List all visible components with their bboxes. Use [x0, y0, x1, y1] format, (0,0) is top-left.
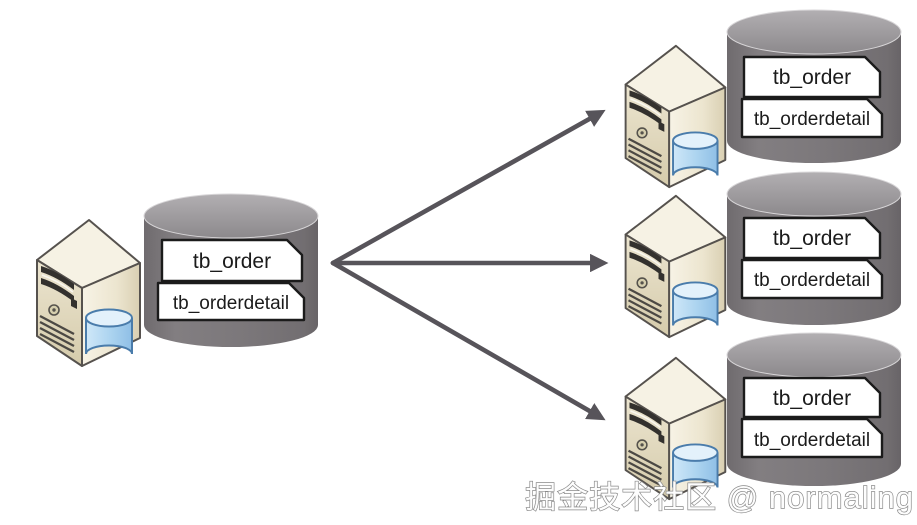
table-label-text: tb_order — [773, 387, 851, 410]
arrow-to-shard-3-icon — [330, 260, 606, 421]
table-label-text: tb_orderdetail — [754, 109, 870, 130]
table-label-tb-orderdetail: tb_orderdetail — [740, 417, 884, 459]
shard-arrows — [330, 109, 609, 421]
table-label-tb-orderdetail: tb_orderdetail — [740, 97, 884, 139]
server-icon — [624, 44, 727, 189]
table-label-box — [740, 417, 884, 459]
watermark: 掘金技术社区 @ normaling — [525, 480, 914, 515]
table-label-tb-orderdetail: tb_orderdetail — [740, 258, 884, 300]
table-label-box — [742, 216, 882, 260]
table-label-text: tb_orderdetail — [754, 430, 870, 451]
table-label-box — [156, 281, 306, 322]
shard-node-1: tb_order tb_orderdetail — [624, 9, 902, 189]
shard-node-2: tb_order tb_orderdetail — [624, 171, 902, 339]
table-label-box — [740, 97, 884, 139]
table-label-tb-order: tb_order — [742, 55, 882, 99]
arrow-to-shard-1-icon — [330, 109, 606, 266]
table-label-box — [742, 376, 882, 419]
table-label-text: tb_orderdetail — [173, 293, 289, 314]
table-label-text: tb_orderdetail — [754, 270, 870, 291]
server-icon — [624, 356, 727, 501]
table-label-text: tb_order — [773, 227, 851, 250]
server-icon — [35, 218, 142, 368]
table-label-text: tb_order — [773, 66, 851, 89]
shard-node-3: tb_order tb_orderdetail — [624, 332, 902, 501]
server-icon — [624, 194, 727, 339]
table-label-box — [740, 258, 884, 300]
table-label-tb-orderdetail: tb_orderdetail — [156, 281, 306, 322]
table-label-tb-order: tb_order — [160, 238, 304, 283]
table-label-text: tb_order — [193, 250, 271, 273]
table-label-box — [742, 55, 882, 99]
table-label-tb-order: tb_order — [742, 216, 882, 260]
table-label-tb-order: tb_order — [742, 376, 882, 419]
table-label-box — [160, 238, 304, 283]
source-node: tb_order tb_orderdetail — [35, 193, 319, 368]
